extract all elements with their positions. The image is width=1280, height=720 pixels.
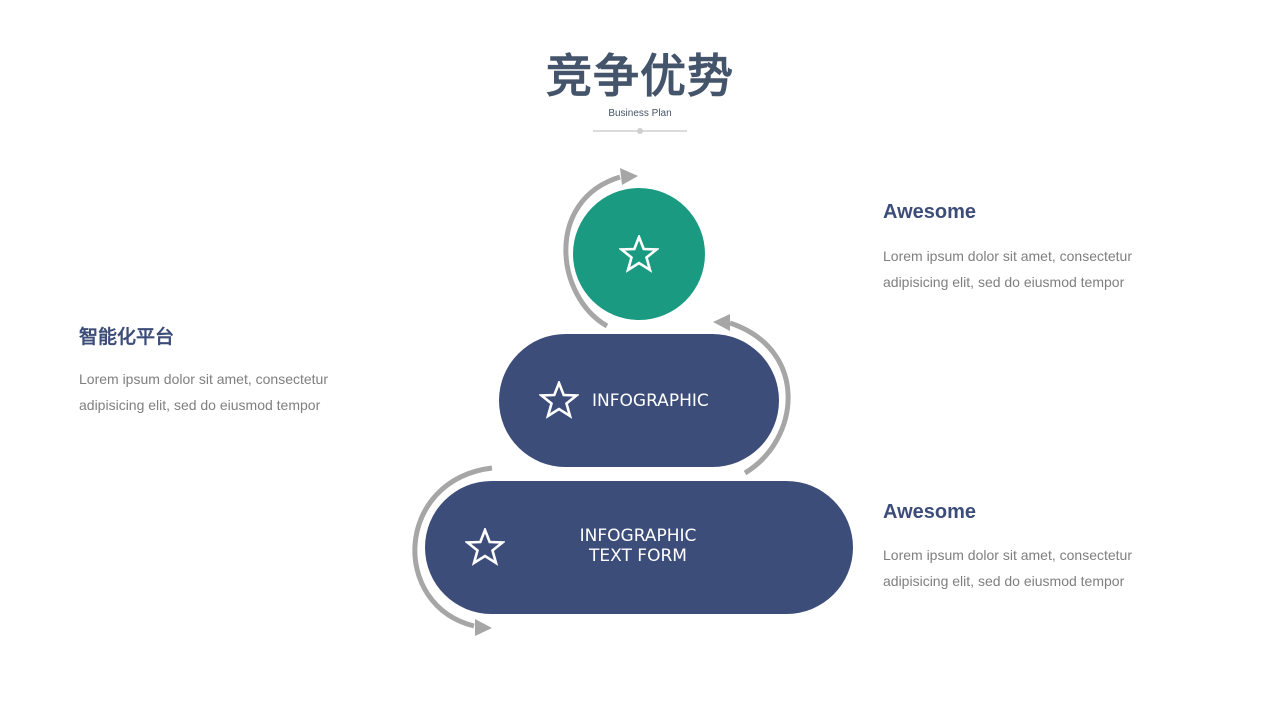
bottom-label-line1: INFOGRAPHIC (579, 526, 697, 546)
left-block-body: Lorem ipsum dolor sit amet, consectetur … (79, 366, 379, 418)
bottom-label-line2: TEXT FORM (589, 546, 687, 566)
right-bottom-line2: adipisicing elit, sed do eiusmod tempor (883, 573, 1125, 589)
middle-label: INFOGRAPHIC (592, 391, 709, 411)
left-block-line1: Lorem ipsum dolor sit amet, consectetur (79, 371, 328, 387)
arrow-top (563, 174, 621, 329)
arrow-top-head (620, 168, 638, 185)
right-top-line1: Lorem ipsum dolor sit amet, consectetur (883, 248, 1132, 264)
star-icon (619, 235, 659, 273)
page-subtitle: Business Plan (608, 108, 672, 119)
arrow-bottom (412, 465, 493, 629)
right-bottom-title: Awesome (883, 501, 977, 523)
arrow-middle-head (713, 314, 730, 331)
bottom-label: INFOGRAPHIC TEXT FORM (565, 526, 711, 566)
pyramid-bottom-pill: INFOGRAPHIC TEXT FORM (425, 481, 853, 614)
left-block-title: 智能化平台 (79, 326, 175, 348)
right-bottom-body: Lorem ipsum dolor sit amet, consectetur … (883, 542, 1183, 594)
pyramid-middle-pill: INFOGRAPHIC (499, 334, 779, 467)
right-bottom-line1: Lorem ipsum dolor sit amet, consectetur (883, 547, 1132, 563)
page-title: 竞争优势 (546, 49, 734, 103)
arrow-middle (729, 320, 791, 476)
star-icon (465, 528, 505, 566)
right-top-title: Awesome (883, 201, 977, 223)
right-top-line2: adipisicing elit, sed do eiusmod tempor (883, 274, 1125, 290)
pyramid-top-circle (573, 188, 705, 320)
star-icon (539, 381, 579, 419)
title-divider (593, 128, 687, 134)
arrow-bottom-head (475, 619, 492, 636)
left-block-line2: adipisicing elit, sed do eiusmod tempor (79, 397, 321, 413)
right-top-body: Lorem ipsum dolor sit amet, consectetur … (883, 243, 1183, 295)
